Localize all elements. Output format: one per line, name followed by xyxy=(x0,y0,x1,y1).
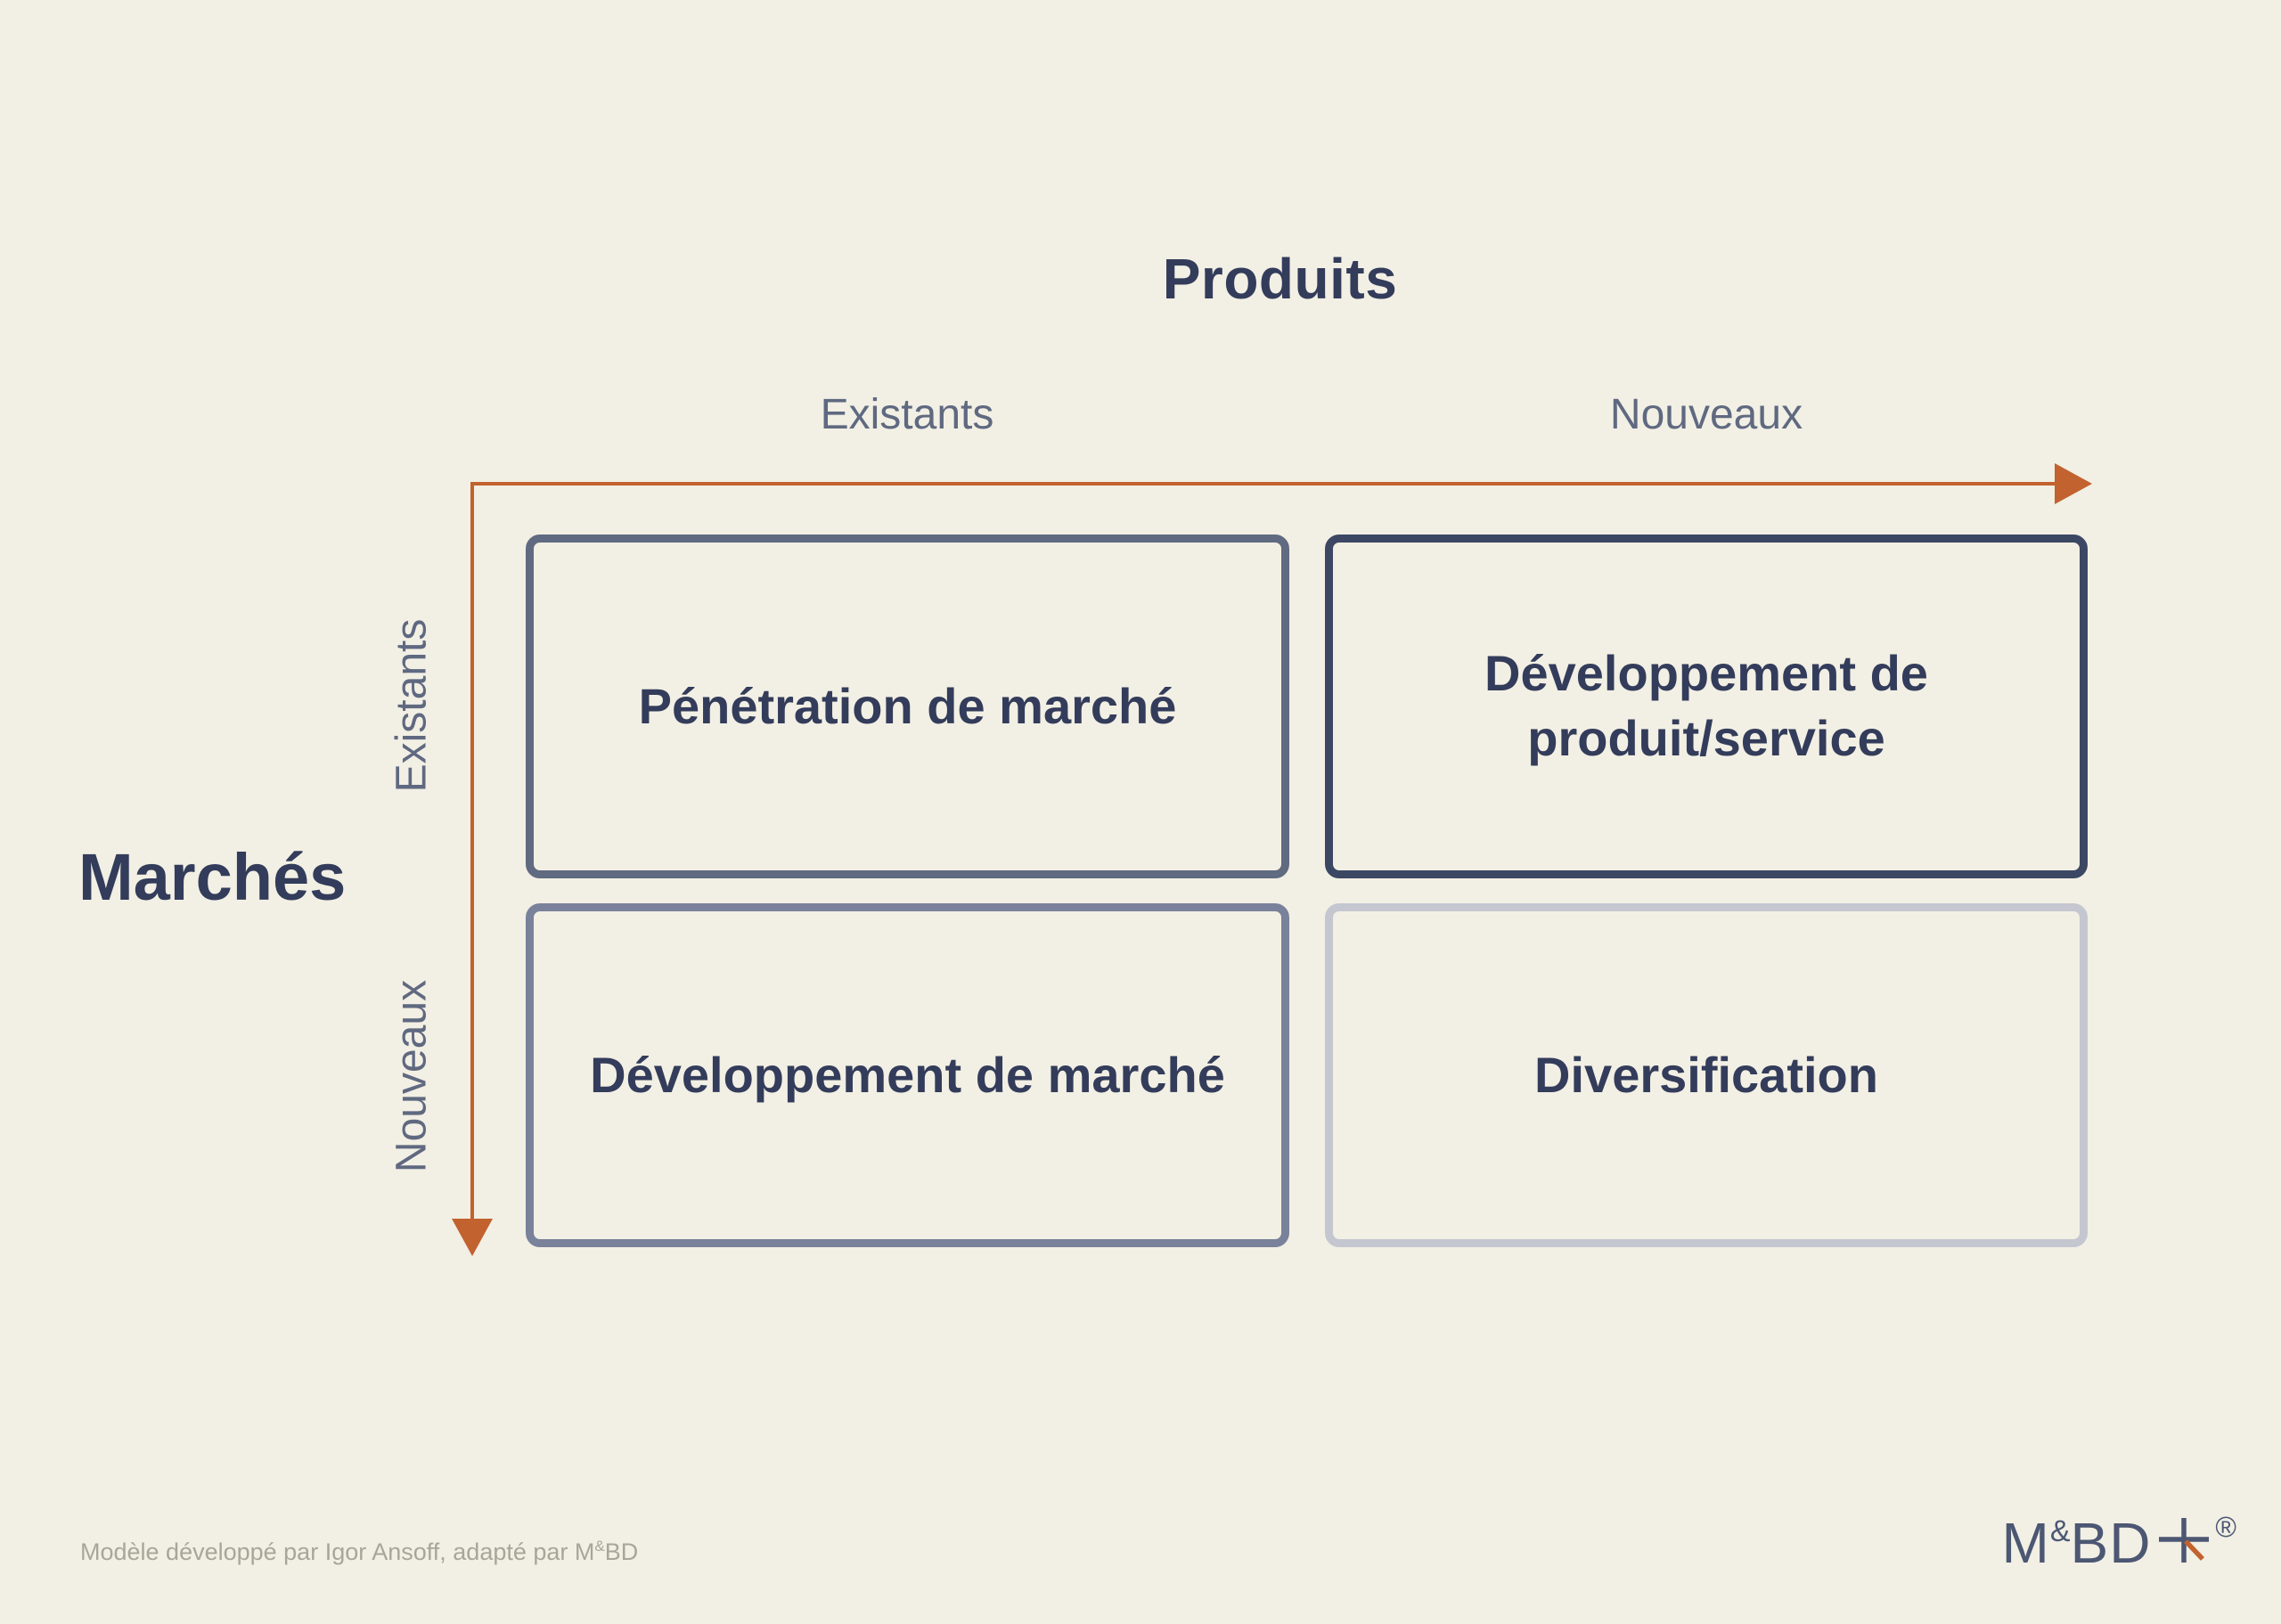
logo-plus-icon xyxy=(2159,1518,2210,1563)
credit-ampersand: & xyxy=(594,1538,605,1555)
quadrant-label: Diversification xyxy=(1534,1046,1878,1103)
logo-ampersand: & xyxy=(2049,1514,2071,1548)
quadrant-market-development: Développement de marché xyxy=(526,903,1289,1247)
products-axis-arrow-line xyxy=(472,482,2057,486)
quadrant-market-penetration: Pénétration de marché xyxy=(526,535,1289,878)
markets-existing-label: Existants xyxy=(388,618,436,793)
products-axis-title: Produits xyxy=(1162,247,1398,311)
logo-letters-bd: BD xyxy=(2070,1511,2152,1575)
markets-axis-title: Marchés xyxy=(78,840,347,914)
logo-letter-m: M xyxy=(2001,1511,2050,1575)
mbd-logo: M&BD ® xyxy=(2001,1511,2236,1575)
quadrant-label: Pénétration de marché xyxy=(638,677,1177,734)
products-axis-arrowhead-icon xyxy=(2055,463,2092,504)
products-new-label: Nouveaux xyxy=(1609,391,1803,438)
markets-axis-arrow-line xyxy=(470,482,474,1219)
quadrant-label: Développement de produit/service xyxy=(1484,645,1928,766)
products-existing-label: Existants xyxy=(820,391,994,438)
quadrant-diversification: Diversification xyxy=(1325,903,2088,1247)
logo-registered-mark: ® xyxy=(2215,1511,2236,1543)
quadrant-label: Développement de marché xyxy=(590,1046,1225,1103)
credit-text-prefix: Modèle développé par Igor Ansoff, adapté… xyxy=(80,1538,595,1565)
credit-note: Modèle développé par Igor Ansoff, adapté… xyxy=(80,1538,638,1566)
markets-axis-arrowhead-icon xyxy=(452,1219,493,1256)
credit-text-suffix: BD xyxy=(604,1538,639,1565)
quadrant-product-development: Développement de produit/service xyxy=(1325,535,2088,878)
markets-new-label: Nouveaux xyxy=(388,979,436,1173)
